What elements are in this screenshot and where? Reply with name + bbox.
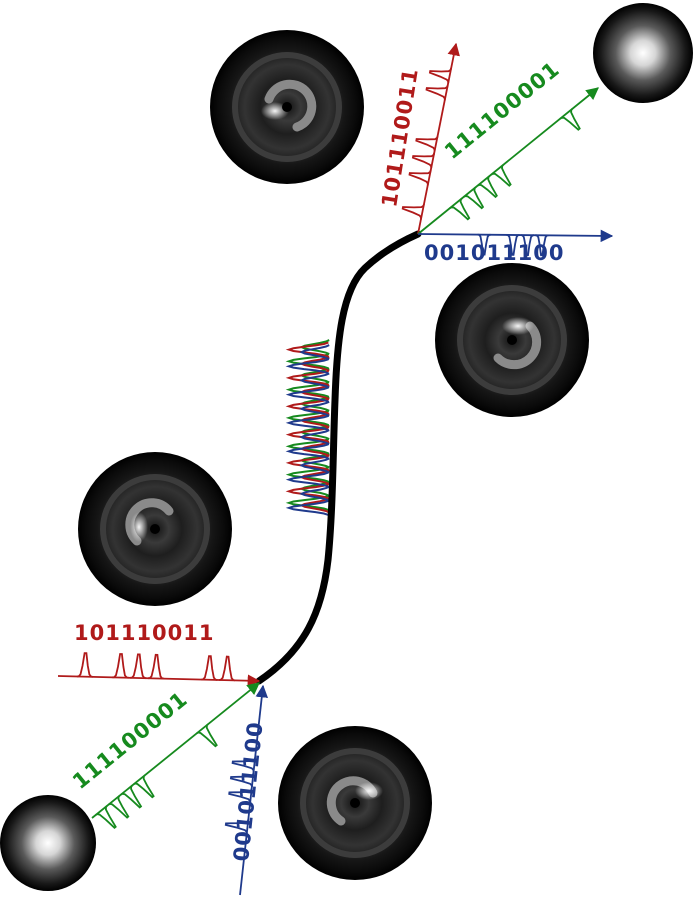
fiber-pulse-series bbox=[285, 344, 330, 516]
input-red-bits-label: 101110011 bbox=[74, 621, 215, 645]
input-green-bits-label: 111100001 bbox=[68, 687, 192, 794]
fiber-pulse-train bbox=[285, 339, 330, 516]
output-green-channel bbox=[417, 87, 599, 235]
vortex-mode-top bbox=[210, 30, 364, 184]
input-blue-bits-label: 001011100 bbox=[229, 720, 268, 862]
vortex-mode-bottom bbox=[278, 726, 432, 880]
input-gaussian-spot bbox=[0, 795, 96, 891]
multimode-fiber bbox=[255, 230, 422, 685]
vortex-mode-left bbox=[78, 452, 232, 606]
vortex-mode-right bbox=[435, 263, 589, 417]
output-blue-channel bbox=[417, 229, 614, 257]
output-red-channel bbox=[401, 42, 460, 235]
input-red-channel bbox=[57, 652, 261, 688]
output-gaussian-spot bbox=[593, 3, 693, 103]
output-blue-bits-label: 001011100 bbox=[424, 241, 565, 265]
output-red-bits-label: 101110011 bbox=[377, 66, 423, 209]
input-green-channel bbox=[91, 682, 260, 829]
input-blue-channel bbox=[224, 684, 269, 896]
output-green-bits-label: 111100001 bbox=[440, 57, 564, 164]
